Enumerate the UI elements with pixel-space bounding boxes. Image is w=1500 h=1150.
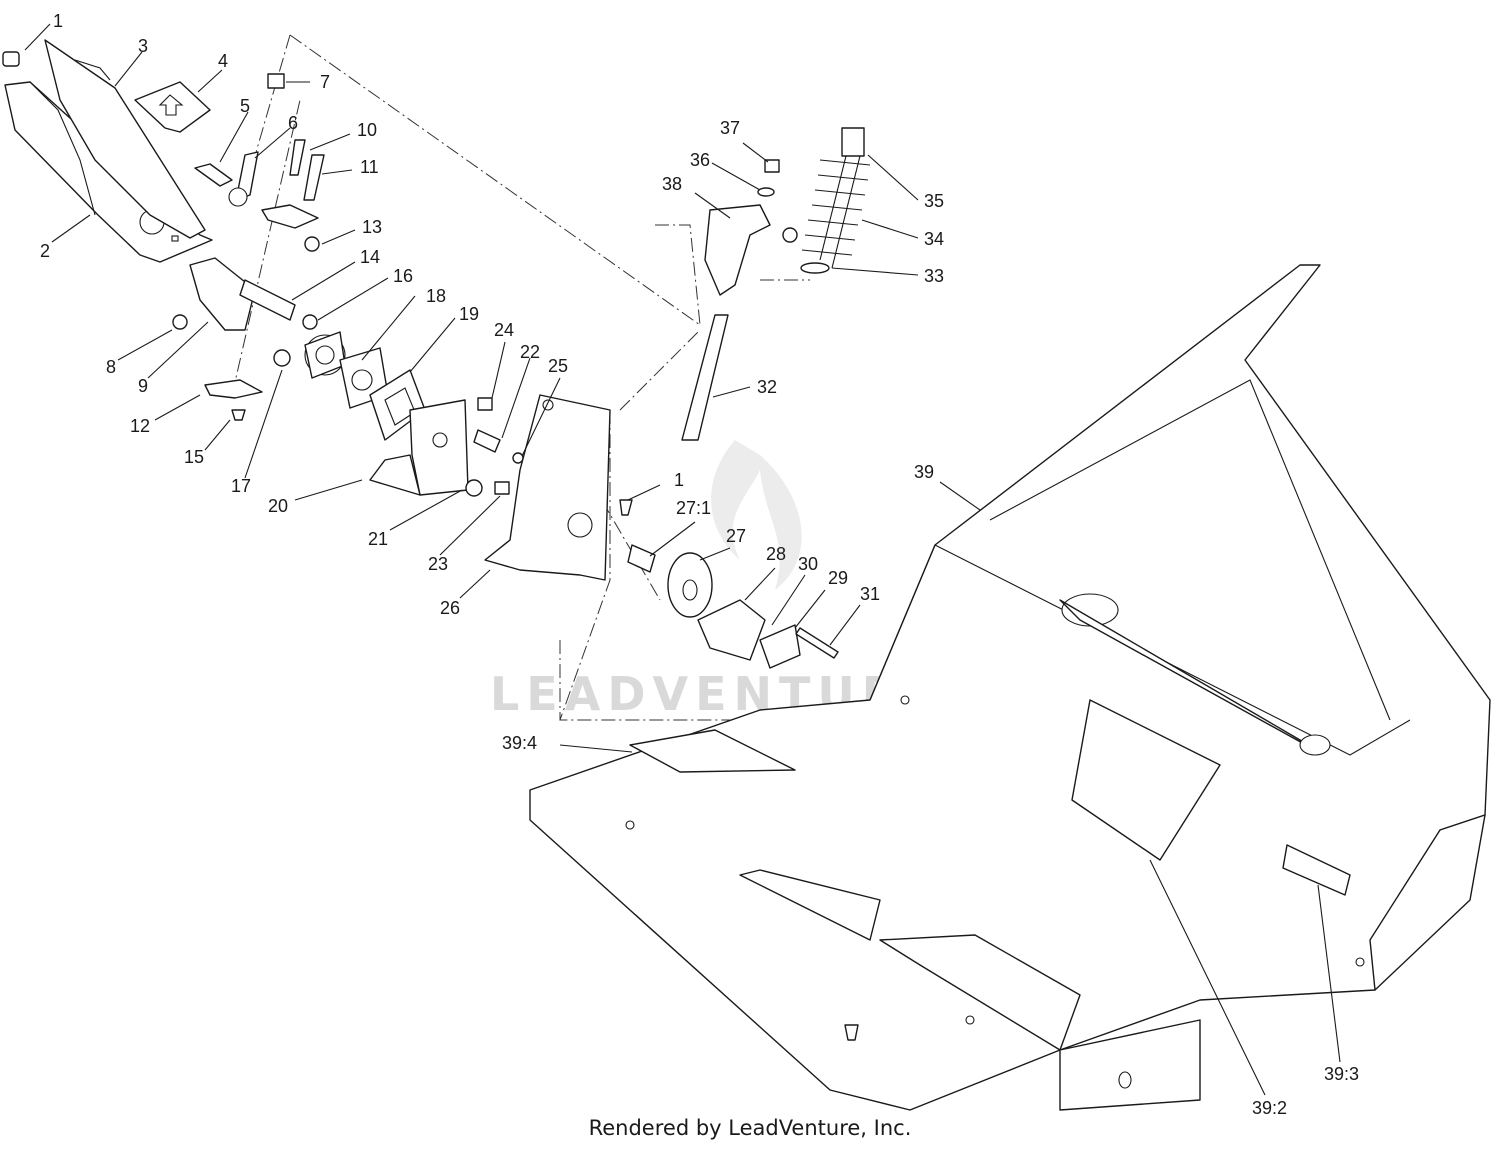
- part-31-screw: [795, 627, 839, 659]
- part-38-bracket: [704, 204, 771, 296]
- callout-21: 21: [368, 529, 388, 549]
- part-33-washer: [800, 262, 830, 274]
- callout-4: 4: [218, 51, 228, 71]
- callout-6: 6: [288, 113, 298, 133]
- decals: [629, 699, 1351, 896]
- part-29-cover: [759, 624, 801, 669]
- callout-25: 25: [548, 356, 568, 376]
- part-5-bolt: [194, 163, 233, 187]
- spring-assembly: [681, 127, 871, 441]
- callout-31: 31: [860, 584, 880, 604]
- callout-1-lower: 1: [674, 470, 684, 490]
- callout-29: 29: [828, 568, 848, 588]
- flame-logo-icon: [711, 440, 802, 590]
- leader-lines: [24, 23, 1341, 1096]
- callout-39-2: 39:2: [1252, 1098, 1287, 1118]
- part-1-screw: [619, 499, 633, 516]
- part-32-rod: [681, 314, 729, 441]
- part-17-washer: [273, 349, 291, 367]
- callout-37: 37: [720, 118, 740, 138]
- assembly-outline-dashed: [247, 34, 962, 741]
- part-21-washer: [465, 479, 483, 497]
- callout-15: 15: [184, 447, 204, 467]
- callout-35: 35: [924, 191, 944, 211]
- part-22-spacer: [473, 429, 501, 453]
- callout-22: 22: [520, 342, 540, 362]
- callout-19: 19: [459, 304, 479, 324]
- callout-20: 20: [268, 496, 288, 516]
- part-9-bracket: [189, 257, 256, 331]
- callout-13: 13: [362, 217, 382, 237]
- part-39-3-decal: [1282, 844, 1351, 896]
- part-26-mount-plate: [484, 394, 611, 581]
- callout-8: 8: [106, 357, 116, 377]
- callout-10: 10: [357, 120, 377, 140]
- callout-14: 14: [360, 247, 380, 267]
- part-15-nut: [231, 409, 246, 421]
- callout-28: 28: [766, 544, 786, 564]
- part-10-pin: [289, 139, 306, 176]
- part-27-1-bushing: [627, 544, 656, 573]
- part-36-washer: [757, 187, 775, 197]
- part-20-bracket: [409, 399, 469, 496]
- part-12-clamp-upper: [261, 204, 319, 229]
- part-13-nut: [304, 236, 320, 252]
- part-39-2-decal: [1071, 699, 1221, 861]
- part-11-pin: [303, 154, 325, 201]
- callout-38: 38: [662, 174, 682, 194]
- part-12-clamp-lower: [204, 379, 263, 399]
- callout-30: 30: [798, 554, 818, 574]
- callout-26: 26: [440, 598, 460, 618]
- callout-1: 1: [53, 11, 63, 31]
- callout-2: 2: [40, 241, 50, 261]
- part-6-rod-end: [235, 151, 259, 201]
- callout-17: 17: [231, 476, 251, 496]
- callout-5: 5: [240, 96, 250, 116]
- callout-34: 34: [924, 229, 944, 249]
- callout-39-3: 39:3: [1324, 1064, 1359, 1084]
- callout-36: 36: [690, 150, 710, 170]
- small-hardware: [2, 51, 524, 497]
- part-28-sensor: [697, 599, 766, 661]
- part-35-cap: [841, 127, 865, 157]
- part-24-bolt: [477, 397, 493, 411]
- part-16-washer: [302, 314, 318, 330]
- part-39-frame: [529, 264, 1491, 1111]
- part-39-4-decal: [629, 729, 796, 773]
- part-25-washer: [512, 452, 524, 464]
- callout-39-4: 39:4: [502, 733, 537, 753]
- part-14-bolt: [239, 279, 296, 321]
- callout-labels: 1 2 3 4 5 6 7 8 9 10 11 12 13 14 15 16 1…: [40, 11, 1359, 1118]
- callout-27: 27: [726, 526, 746, 546]
- callout-9: 9: [138, 376, 148, 396]
- callout-27-1: 27:1: [676, 498, 711, 518]
- part-34-spring: [819, 139, 863, 269]
- part-37-bolt: [764, 159, 780, 173]
- part-3-upper-panel: [44, 39, 206, 239]
- part-8-nut: [172, 314, 188, 330]
- callout-12: 12: [130, 416, 150, 436]
- part-1-screw-top: [2, 51, 20, 67]
- callout-11: 11: [360, 157, 379, 177]
- part-4-decal: [134, 81, 211, 133]
- callout-16: 16: [393, 266, 413, 286]
- sensor-assembly: [619, 499, 839, 669]
- callout-23: 23: [428, 554, 448, 574]
- callout-24: 24: [494, 320, 514, 340]
- callout-3: 3: [138, 36, 148, 56]
- render-credit: Rendered by LeadVenture, Inc.: [588, 1116, 912, 1140]
- callout-18: 18: [426, 286, 446, 306]
- callout-32: 32: [757, 377, 777, 397]
- part-23-bolt: [494, 481, 510, 495]
- callout-7: 7: [320, 72, 330, 92]
- callout-33: 33: [924, 266, 944, 286]
- part-7-nut: [267, 73, 285, 89]
- callout-39: 39: [914, 462, 934, 482]
